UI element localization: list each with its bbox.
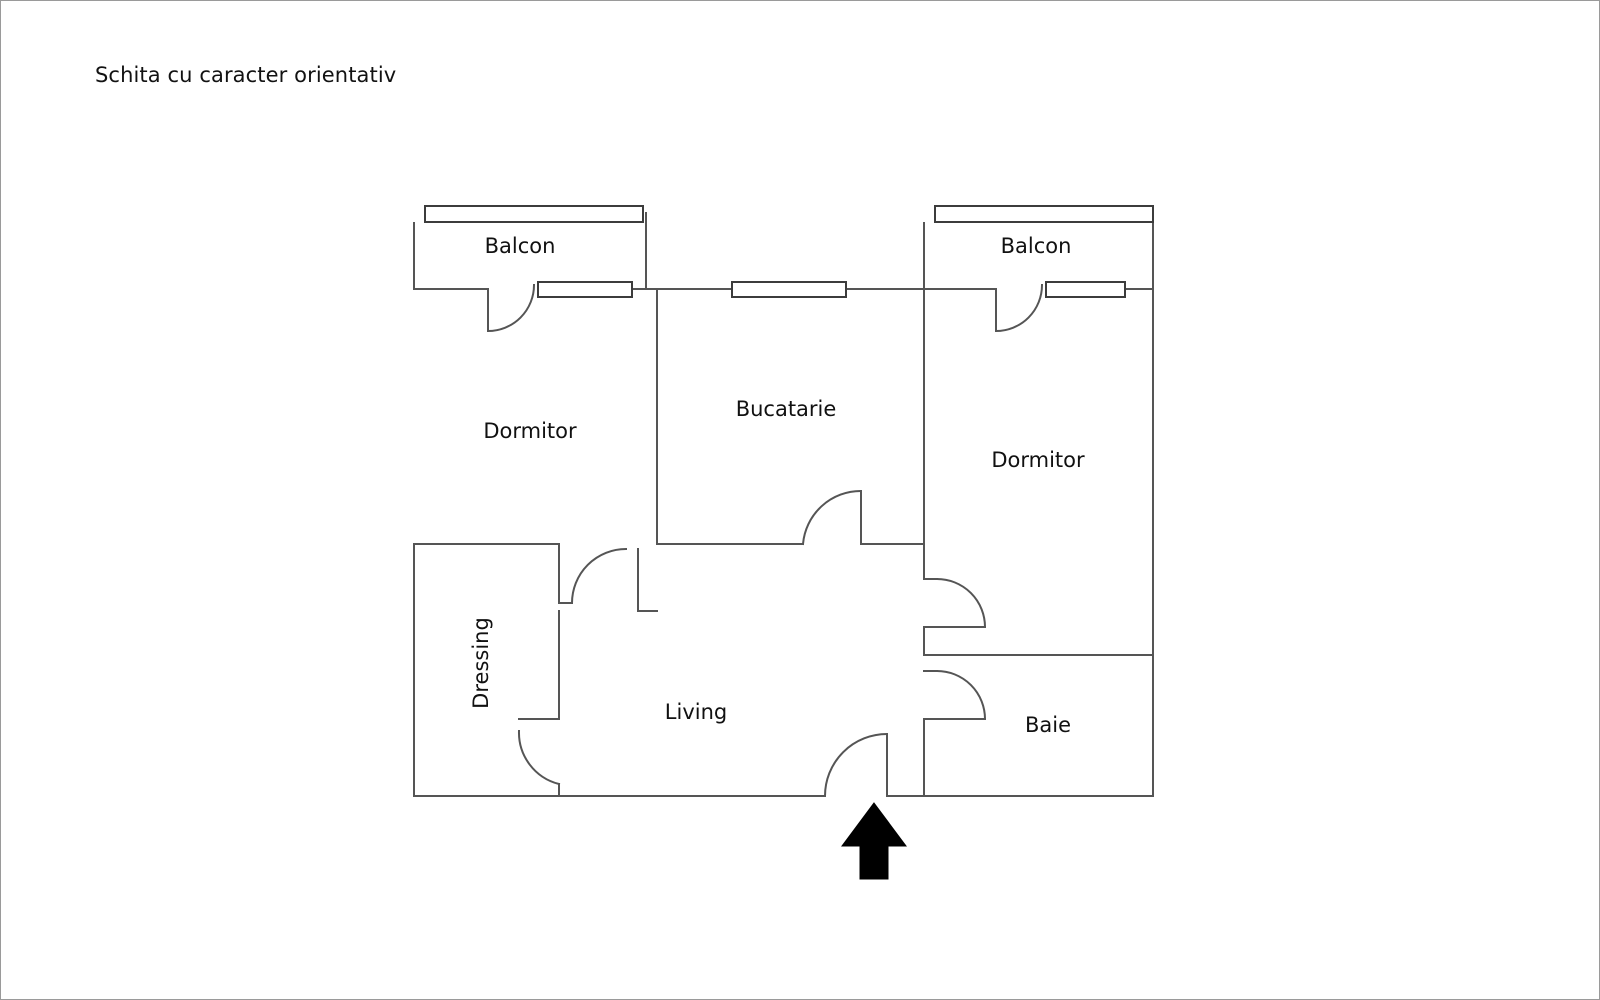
page-title: Schita cu caracter orientativ — [95, 63, 397, 87]
window-bucatarie — [731, 281, 847, 298]
door-arc-dressing-upper — [570, 547, 628, 605]
room-label-dressing: Dressing — [469, 617, 493, 709]
room-label-dormitor-right: Dormitor — [991, 448, 1085, 472]
door-arc-baie — [935, 669, 987, 721]
room-label-balcon-right: Balcon — [1001, 234, 1072, 258]
room-label-balcon-left: Balcon — [485, 234, 556, 258]
railing-balcon-left — [424, 205, 644, 223]
railing-balcon-right — [934, 205, 1154, 223]
room-label-bucatarie: Bucatarie — [736, 397, 837, 421]
window-balcon-right-door — [1045, 281, 1126, 298]
wall-lines — [413, 212, 1154, 798]
room-label-living: Living — [665, 700, 727, 724]
room-label-dormitor-left: Dormitor — [483, 419, 577, 443]
entrance-arrow-glyph — [841, 802, 907, 880]
door-arc-dormitor-left-balcony — [486, 283, 536, 333]
door-arc-dormitor-right-balcony — [994, 283, 1044, 333]
door-arc-dormitor-right-hall — [935, 577, 987, 629]
room-label-baie: Baie — [1025, 713, 1071, 737]
door-arc-entrance — [823, 732, 889, 798]
door-arc-bucatarie — [801, 489, 863, 546]
window-glazing-group — [424, 205, 1154, 298]
window-balcon-left-door — [537, 281, 633, 298]
entrance-arrow — [841, 802, 907, 880]
door-arc-dressing-lower — [517, 729, 561, 786]
